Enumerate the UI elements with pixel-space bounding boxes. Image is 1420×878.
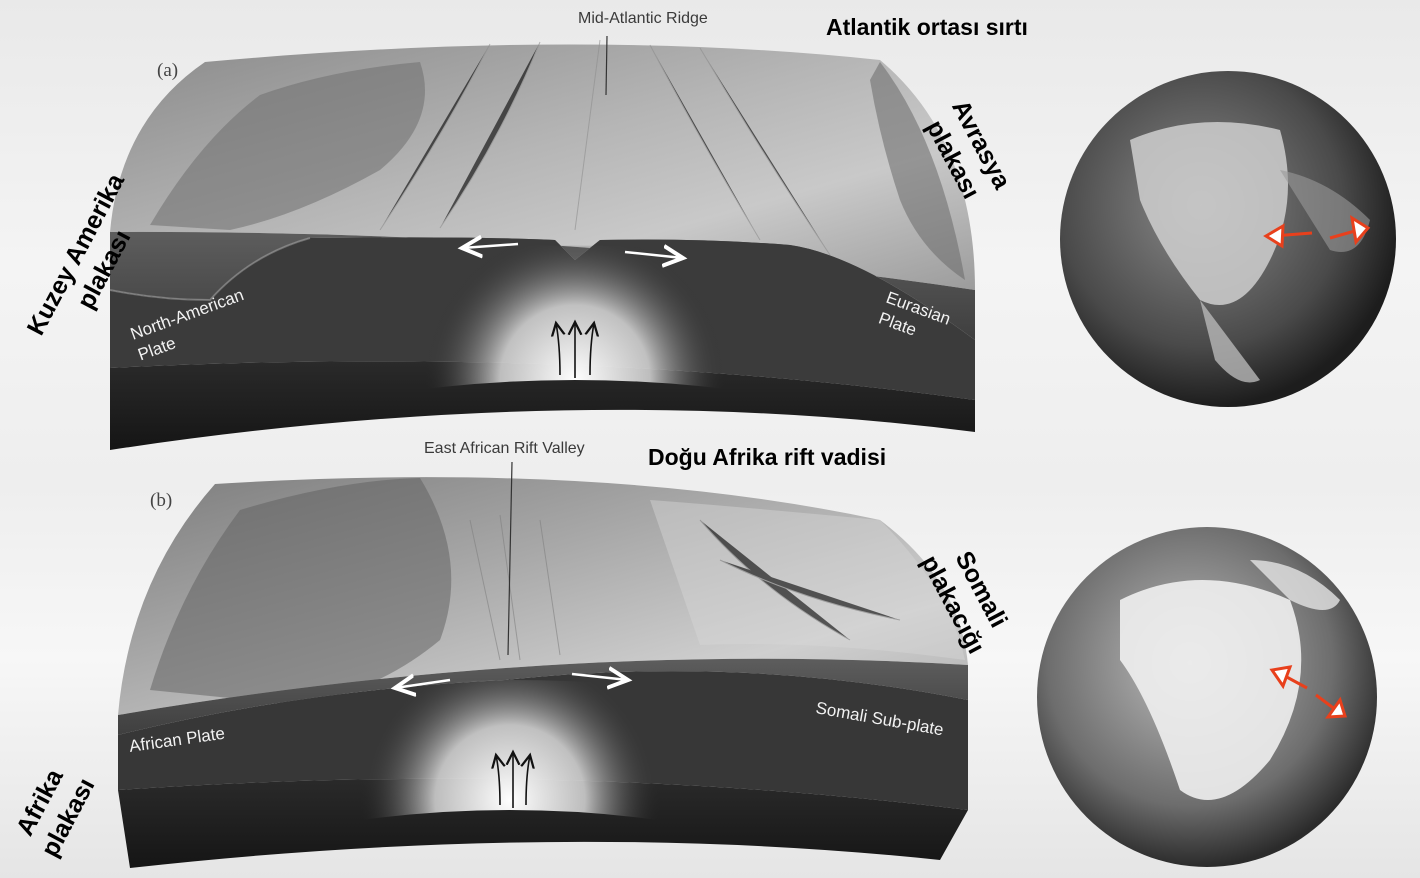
mid-atlantic-ridge-callout: Mid-Atlantic Ridge: [578, 10, 708, 28]
east-african-rift-callout: East African Rift Valley: [424, 440, 585, 458]
panel-a-block: [110, 40, 975, 450]
panel-b-block: [118, 477, 968, 868]
panel-a-label: (a): [157, 60, 178, 82]
panel-b-label: (b): [150, 490, 172, 512]
east-african-rift-tr-label: Doğu Afrika rift vadisi: [648, 444, 886, 471]
globe-icon: [1037, 527, 1377, 867]
globe-icon: [1060, 71, 1396, 407]
mid-atlantic-ridge-tr-label: Atlantik ortası sırtı: [826, 14, 1028, 41]
